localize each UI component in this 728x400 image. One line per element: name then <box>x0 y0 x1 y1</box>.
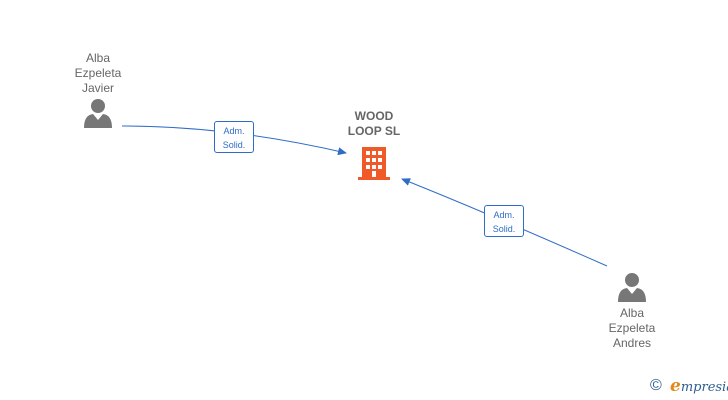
relation-label[interactable]: Adm. Solid. <box>214 121 254 153</box>
relation-label-line1: Adm. <box>493 210 515 220</box>
person-node[interactable]: Alba Ezpeleta Andres <box>587 271 677 351</box>
brand-logo-rest: mpresia <box>680 380 728 395</box>
person-icon <box>84 99 112 128</box>
person-name: Alba Ezpeleta Javier <box>74 51 122 95</box>
relation-label[interactable]: Adm. Solid. <box>484 205 524 237</box>
building-icon <box>358 147 390 180</box>
person-node[interactable]: Alba Ezpeleta Javier <box>53 51 143 129</box>
footer-brand[interactable]: © empresia <box>650 376 728 398</box>
relation-label-line2: Solid. <box>222 140 246 150</box>
person-icon <box>618 273 646 302</box>
company-node[interactable]: WOOD LOOP SL <box>334 109 414 181</box>
relation-label-line1: Adm. <box>223 126 245 136</box>
brand-logo-initial: e <box>670 376 681 396</box>
person-name: Alba Ezpeleta Andres <box>608 306 656 350</box>
company-name: WOOD LOOP SL <box>347 109 401 138</box>
relation-label-line2: Solid. <box>492 224 516 234</box>
copyright-icon: © <box>650 377 662 394</box>
brand-logo: empresia <box>670 376 728 398</box>
